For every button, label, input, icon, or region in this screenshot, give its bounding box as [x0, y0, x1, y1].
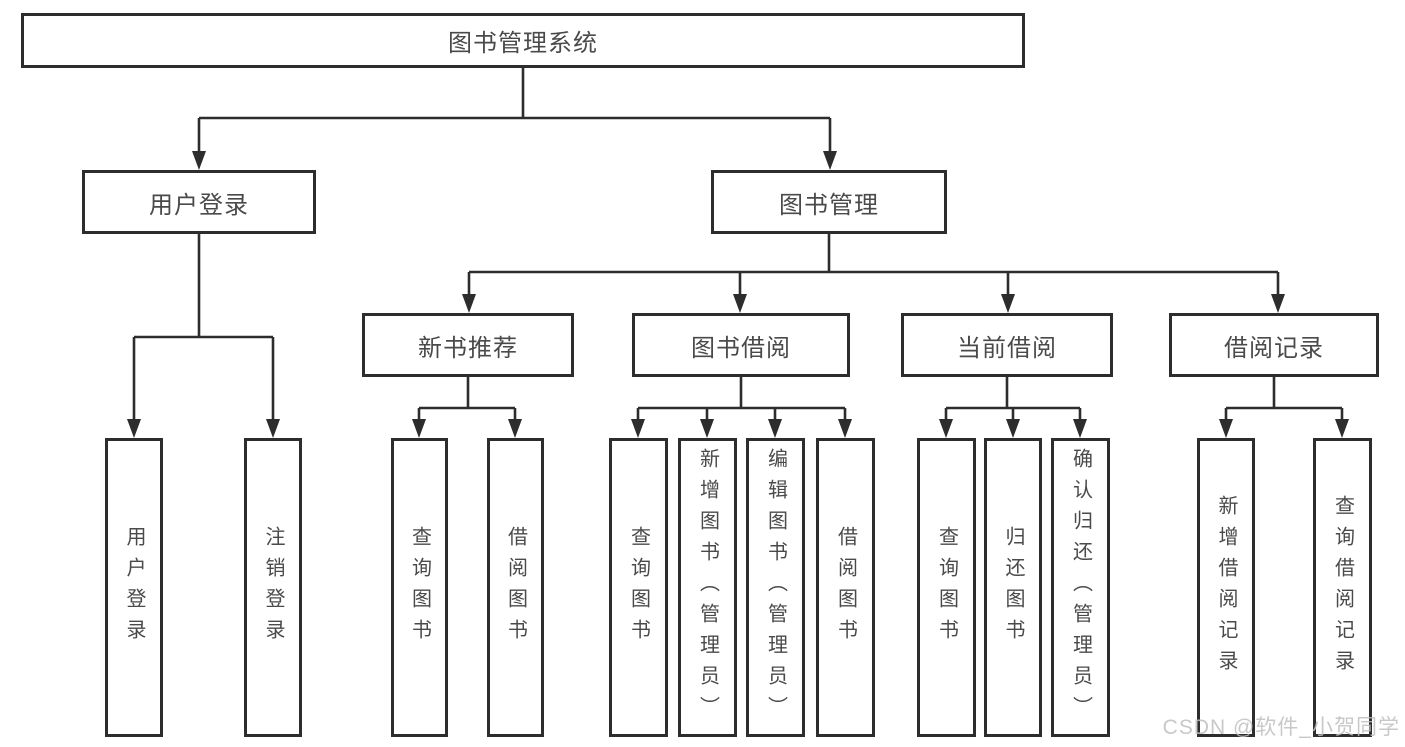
- node-book-management: 图书管理: [711, 170, 947, 234]
- leaf-borrow-books-1: 借阅图书: [487, 438, 544, 737]
- leaf-query-books-2: 查询图书: [609, 438, 668, 737]
- csdn-watermark: CSDN @软件_小贺同学: [1162, 716, 1400, 739]
- leaf-query-books-1: 查询图书: [391, 438, 448, 737]
- leaf-label: 新增图书（管理员）: [696, 448, 719, 727]
- leaf-add-borrow-record: 新增借阅记录: [1197, 438, 1255, 737]
- leaf-label: 确认归还（管理员）: [1069, 448, 1092, 727]
- node-root: 图书管理系统: [21, 13, 1025, 68]
- leaf-label: 新增借阅记录: [1215, 494, 1237, 681]
- leaf-edit-book-admin: 编辑图书（管理员）: [746, 438, 805, 737]
- leaf-label: 查询借阅记录: [1331, 494, 1354, 681]
- leaf-label: 用户登录: [123, 525, 145, 650]
- leaf-label: 借阅图书: [504, 525, 527, 650]
- leaf-logout: 注销登录: [244, 438, 302, 737]
- node-new-book-recommend: 新书推荐: [362, 313, 574, 377]
- node-borrowing-records: 借阅记录: [1169, 313, 1379, 377]
- leaf-label: 查询图书: [408, 525, 431, 650]
- leaf-add-book-admin: 新增图书（管理员）: [678, 438, 737, 737]
- node-current-borrowing: 当前借阅: [901, 313, 1113, 377]
- leaf-confirm-return-admin: 确认归还（管理员）: [1051, 438, 1110, 737]
- leaf-borrow-books-2: 借阅图书: [816, 438, 875, 737]
- node-book-borrowing: 图书借阅: [632, 313, 850, 377]
- leaf-user-login: 用户登录: [105, 438, 163, 737]
- leaf-label: 查询图书: [935, 525, 958, 650]
- leaf-label: 注销登录: [262, 525, 284, 650]
- leaf-label: 编辑图书（管理员）: [764, 448, 787, 727]
- leaf-return-books: 归还图书: [984, 438, 1042, 737]
- leaf-label: 借阅图书: [834, 525, 857, 650]
- leaf-query-books-3: 查询图书: [917, 438, 976, 737]
- node-user-login: 用户登录: [82, 170, 316, 234]
- leaf-query-borrow-record: 查询借阅记录: [1313, 438, 1372, 737]
- leaf-label: 归还图书: [1002, 525, 1024, 650]
- leaf-label: 查询图书: [627, 525, 650, 650]
